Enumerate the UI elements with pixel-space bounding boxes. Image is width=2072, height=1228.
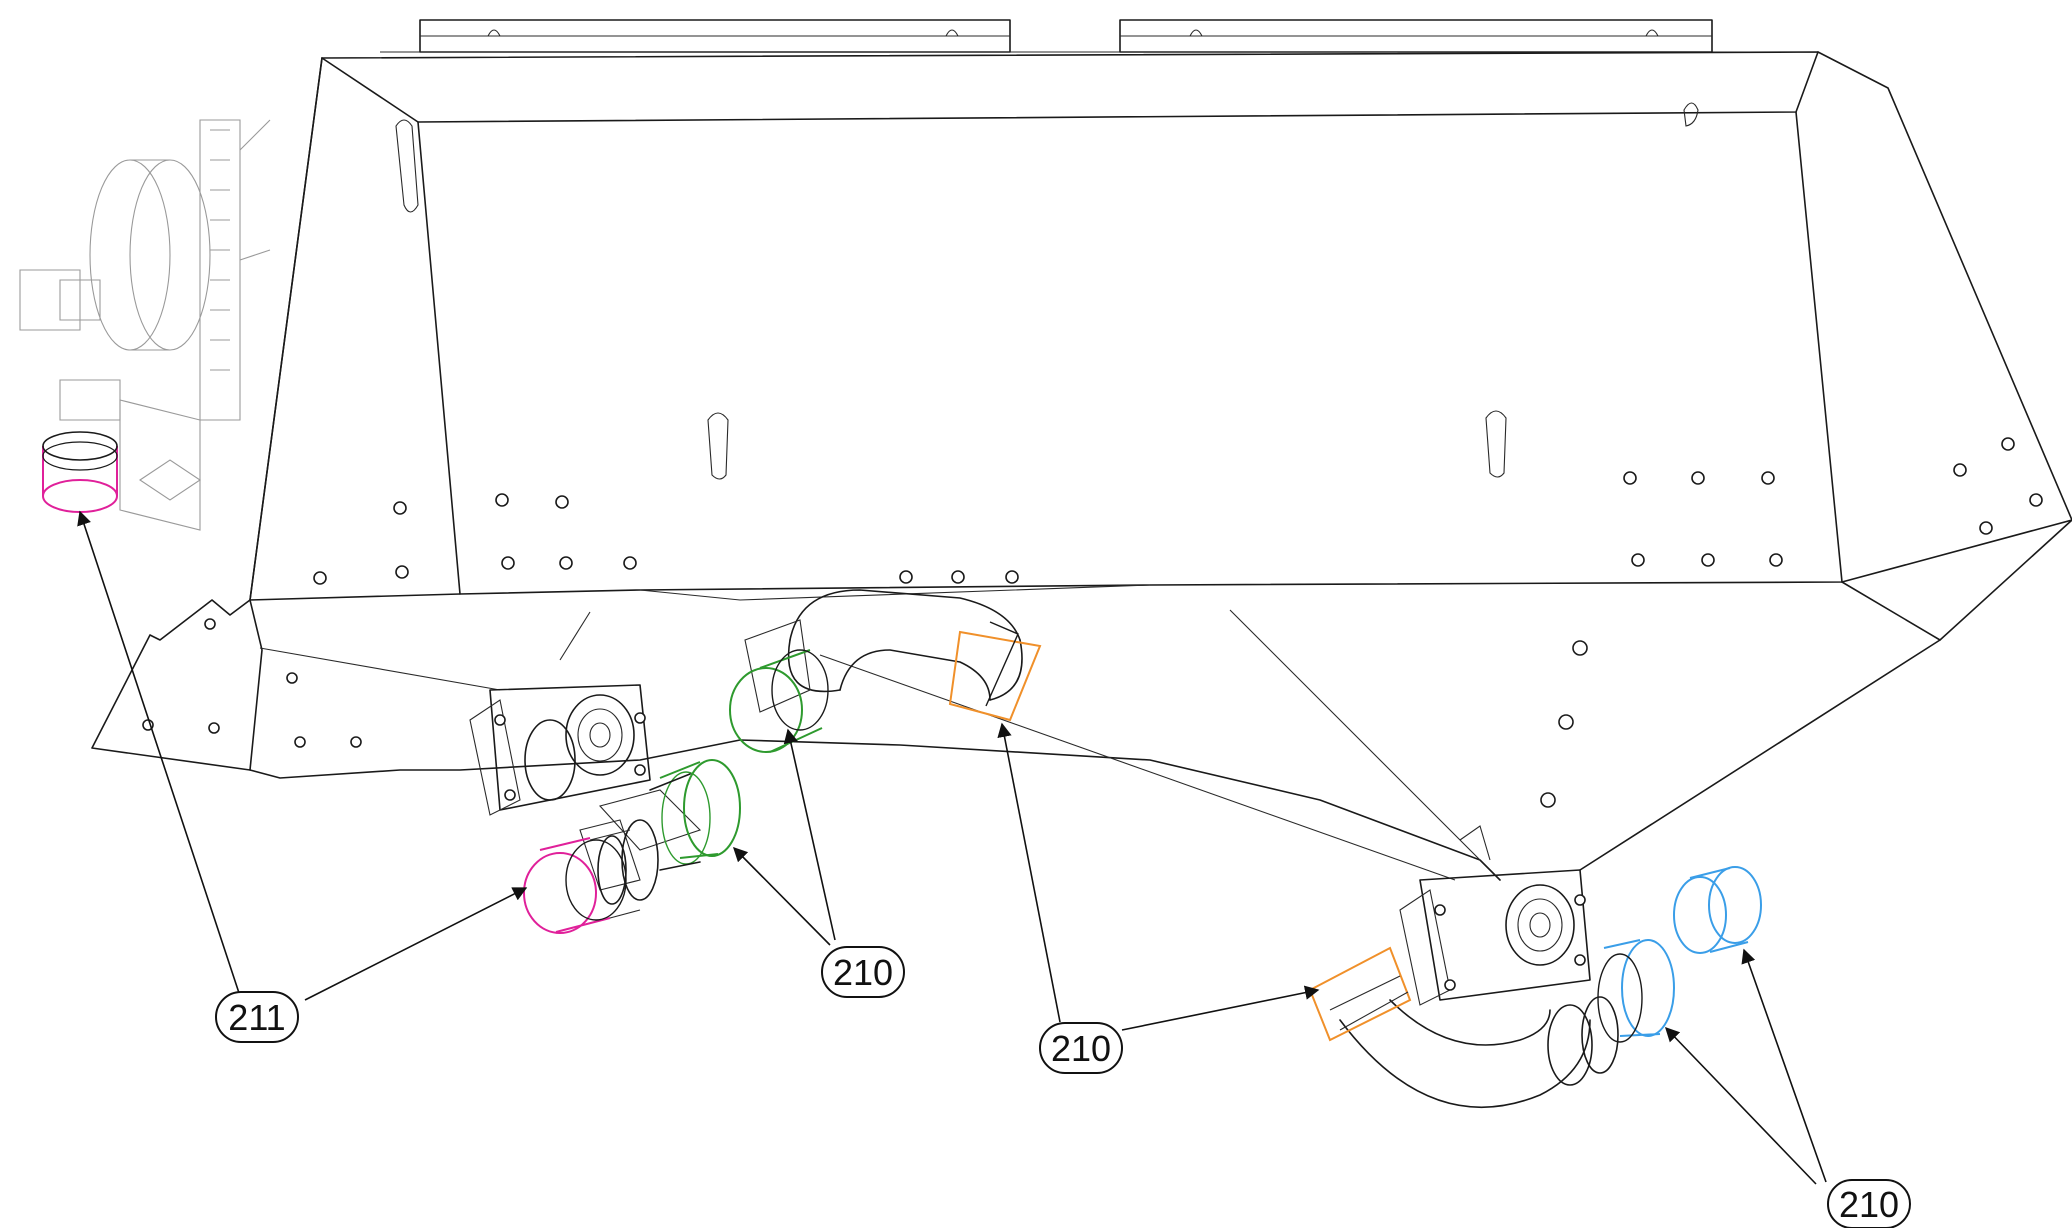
- part-210-blue-loose: [1673, 866, 1762, 954]
- callout-210-right: 210: [1827, 1179, 1911, 1228]
- right-valve-assembly: [1339, 825, 1619, 1108]
- callout-210-center: 210: [1039, 1022, 1123, 1074]
- bolt-holes: [142, 437, 2043, 808]
- part-210-blue-right: [1597, 939, 1675, 1043]
- callout-210-label-b: 210: [1051, 1028, 1111, 1069]
- hopper-body: [91, 51, 2072, 881]
- callout-211-left: 211: [215, 991, 299, 1043]
- left-valve-assembly: [469, 684, 702, 905]
- left-spinner-assembly: [19, 119, 271, 531]
- part-210-green-lower: [649, 759, 741, 871]
- part-210-green-upper: [729, 649, 829, 753]
- part-210-orange-right: [1308, 946, 1412, 1042]
- callout-210-label-a: 210: [833, 952, 893, 993]
- top-rails: [380, 19, 1760, 53]
- part-211-left-sleeve: [42, 431, 118, 513]
- part-210-orange-upper: [948, 621, 1042, 722]
- callout-210-center-left: 210: [821, 946, 905, 998]
- callout-210-label-c: 210: [1839, 1184, 1899, 1225]
- callout-211-label: 211: [228, 997, 285, 1038]
- upper-chute: [744, 589, 1023, 713]
- leader-lines: [77, 510, 1827, 1185]
